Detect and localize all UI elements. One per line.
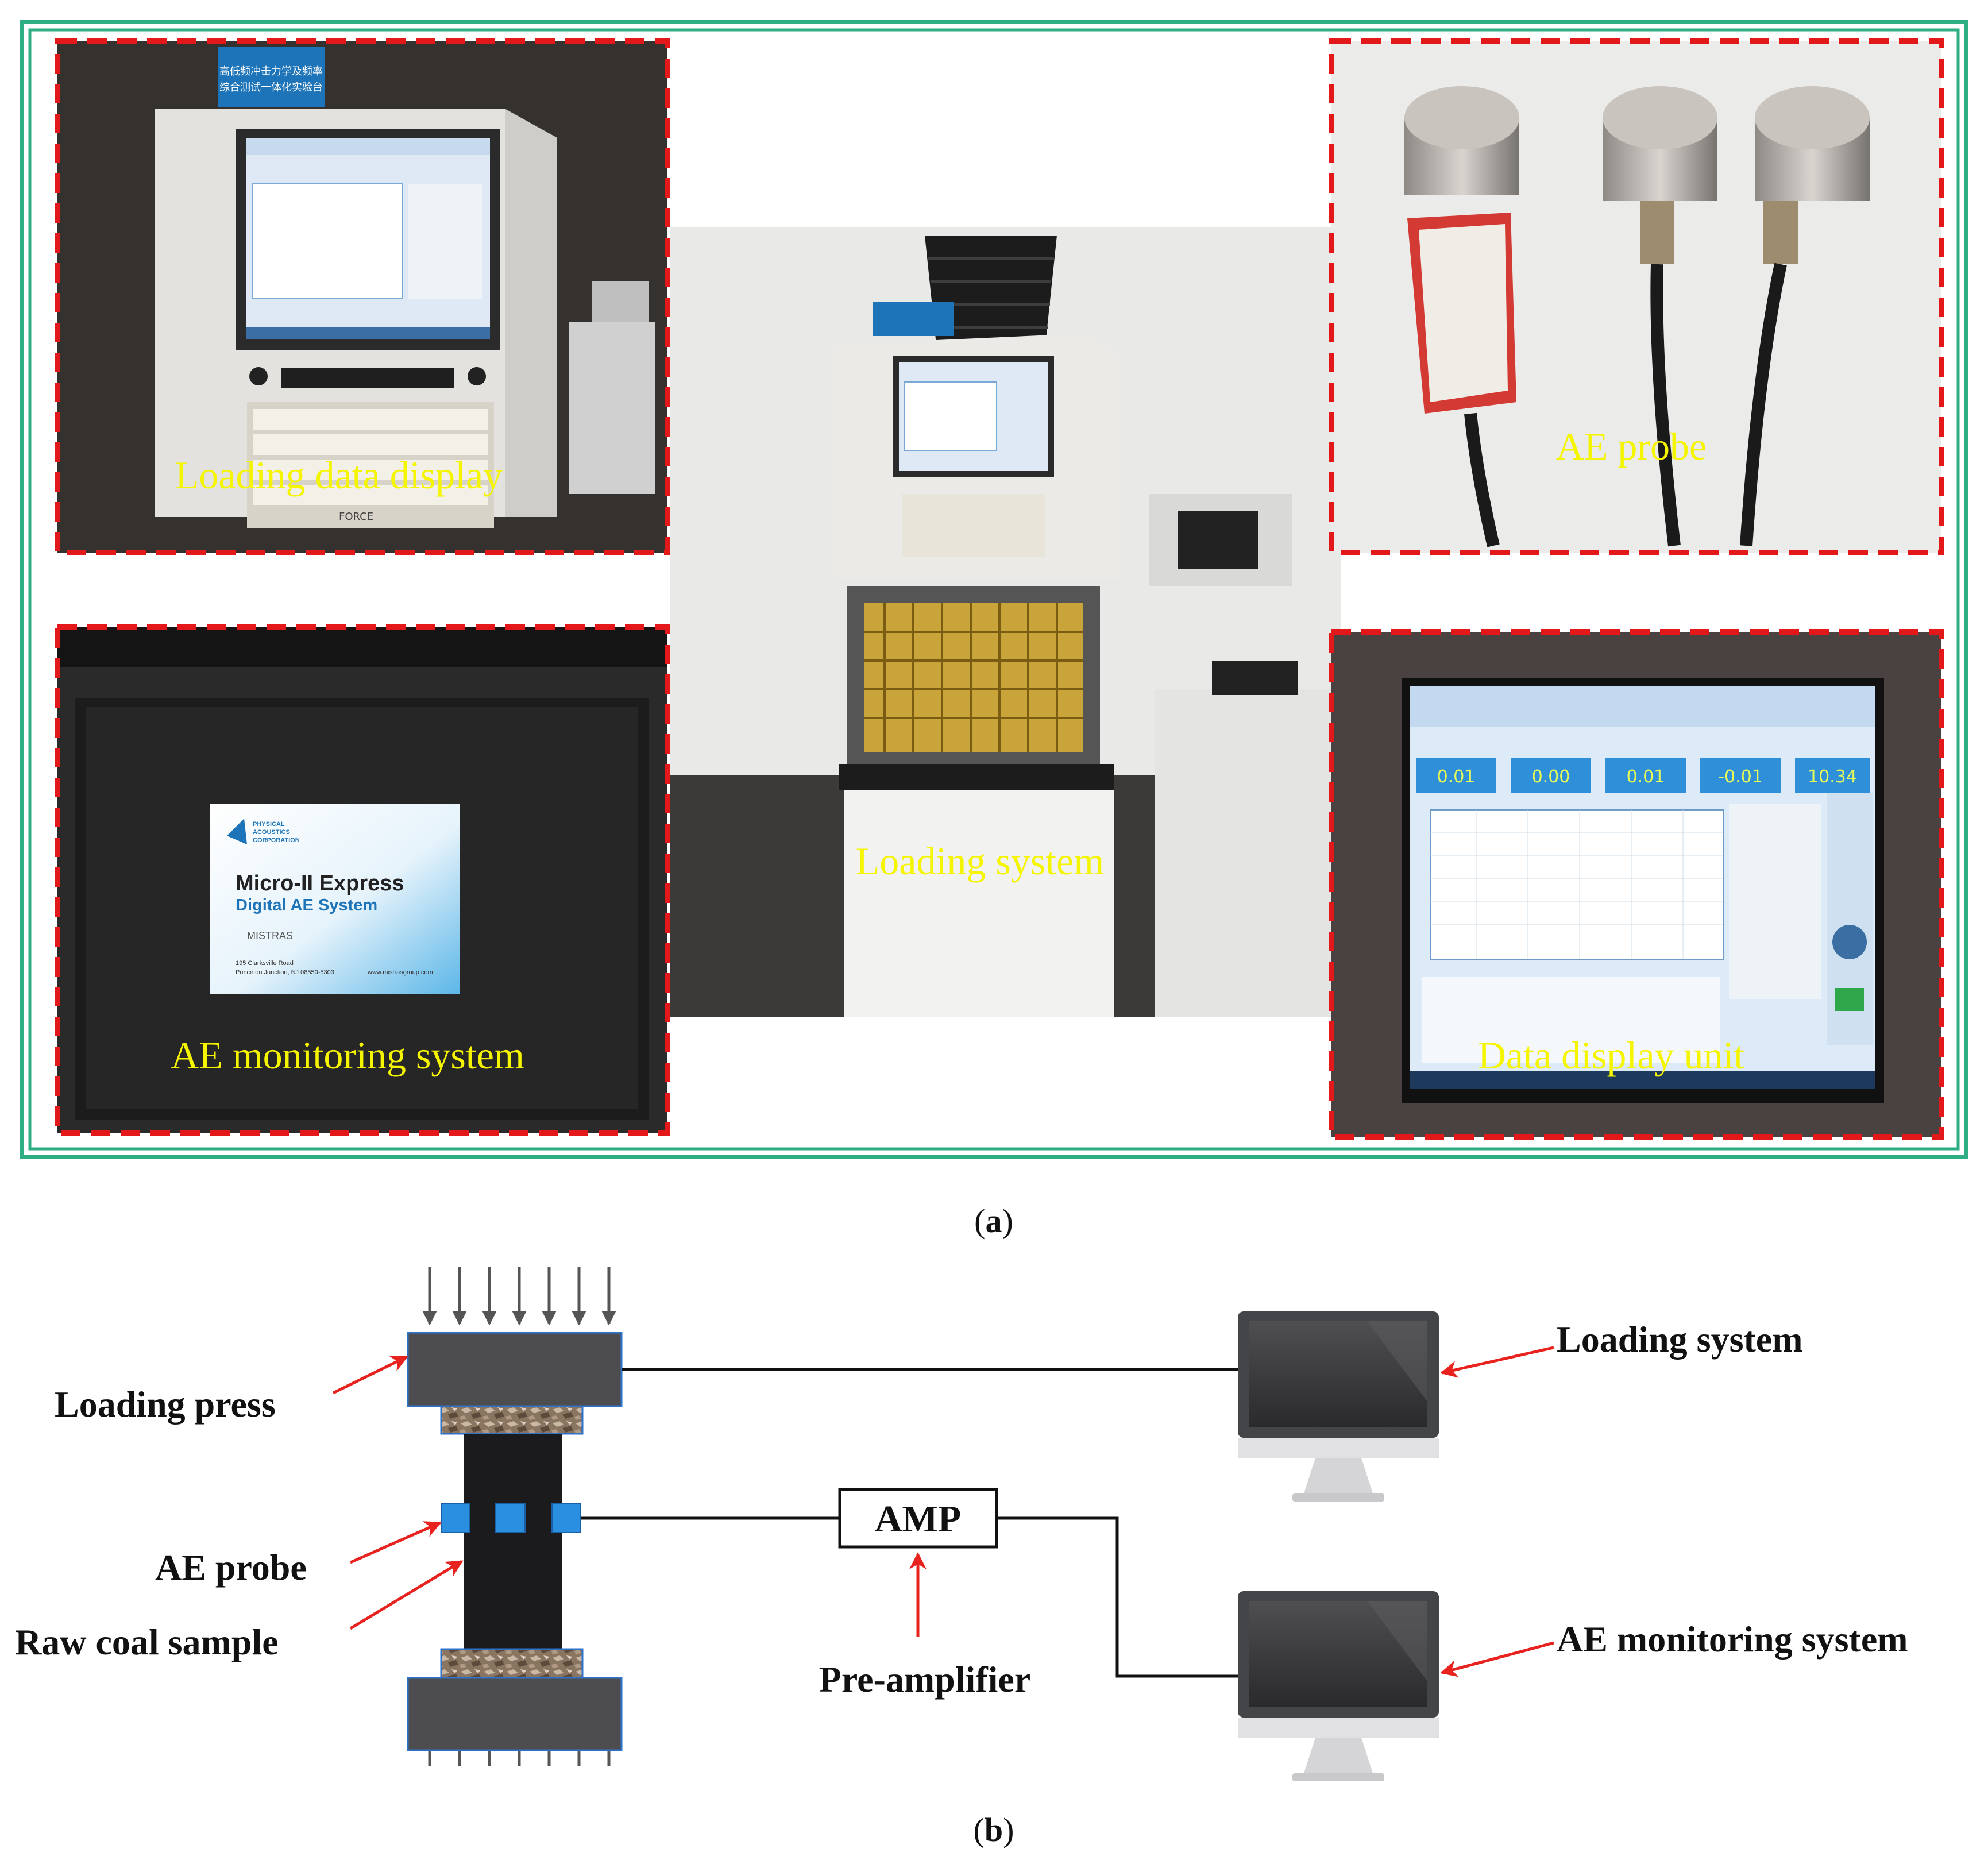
photo-ae-probe: AE probe bbox=[1329, 38, 1944, 555]
label-ae-probe-photo: AE probe bbox=[1556, 424, 1707, 468]
readout-1: 0.01 bbox=[1437, 767, 1476, 787]
bottom-press-plate bbox=[407, 1677, 623, 1751]
caption-b-close: ) bbox=[1003, 1811, 1014, 1848]
label-data-display-unit-photo: Data display unit bbox=[1478, 1033, 1745, 1077]
logo-text-1: PHYSICAL bbox=[253, 821, 285, 828]
amp-box bbox=[838, 1488, 998, 1549]
readout-row: 0.01 0.00 0.01 -0.01 10.34 bbox=[1416, 758, 1870, 793]
website: www.mistrasgroup.com bbox=[367, 969, 433, 976]
arrow-loading-press bbox=[332, 1355, 408, 1395]
arrow-ae-monitoring-system bbox=[1440, 1641, 1554, 1677]
caption-a-close: ) bbox=[1002, 1202, 1013, 1240]
caption-b-open: ( bbox=[974, 1811, 985, 1848]
readout-4: -0.01 bbox=[1718, 767, 1763, 787]
label-ae-probe: AE probe bbox=[155, 1547, 307, 1588]
arrow-ae-probe bbox=[349, 1521, 442, 1564]
raw-coal-sample-block bbox=[464, 1434, 562, 1649]
address-line-2: Princeton Junction, NJ 08550-5303 bbox=[236, 969, 334, 976]
outer-green-frame bbox=[20, 20, 1968, 1159]
inner-green-frame bbox=[28, 28, 1960, 1151]
maker-name: MISTRAS bbox=[247, 930, 293, 941]
loading-system-monitor-icon bbox=[1238, 1311, 1439, 1502]
top-coal-spacer bbox=[440, 1405, 584, 1435]
address-line-1: 195 Clarksville Road bbox=[236, 960, 294, 967]
pre-amplifier-label: Pre-amplifier bbox=[819, 1659, 1030, 1700]
label-loading-system: Loading system bbox=[1557, 1319, 1803, 1360]
ae-probe-center bbox=[495, 1503, 526, 1533]
readout-5: 10.34 bbox=[1808, 767, 1857, 787]
badge-line-1: 高低频冲击力学及频率 bbox=[219, 65, 323, 78]
arrow-loading-system bbox=[1440, 1346, 1554, 1378]
label-raw-coal-sample: Raw coal sample bbox=[15, 1622, 279, 1662]
photo-loading-data-display: 高低频冲击力学及频率 综合测试一体化实验台 FORCE bbox=[55, 38, 670, 555]
amp-label: AMP bbox=[875, 1498, 961, 1540]
ae-probe-right bbox=[551, 1503, 581, 1533]
label-loading-system-photo: Loading system bbox=[856, 839, 1105, 883]
caption-a-open: ( bbox=[974, 1202, 985, 1240]
label-ae-monitoring-system: AE monitoring system bbox=[1557, 1619, 1908, 1660]
panel-a: 高低频冲击力学及频率 综合测试一体化实验台 FORCE bbox=[20, 20, 1968, 1240]
ae-probe-3 bbox=[1740, 86, 1870, 546]
top-press-plate bbox=[407, 1332, 623, 1407]
ae-probe-left bbox=[441, 1503, 470, 1533]
label-loading-press: Loading press bbox=[55, 1384, 276, 1425]
caption-a: (a) bbox=[974, 1202, 1013, 1240]
top-load-arrows bbox=[422, 1267, 616, 1326]
keyboard-brand: FORCE bbox=[339, 511, 373, 523]
line-amp-to-ae-monitor bbox=[997, 1516, 1241, 1678]
product-name: Micro-II Express bbox=[236, 871, 404, 896]
label-ae-monitoring-system-photo: AE monitoring system bbox=[171, 1033, 524, 1077]
caption-b-letter: b bbox=[985, 1811, 1003, 1848]
readout-2: 0.00 bbox=[1532, 767, 1570, 787]
logo-text-2: ACOUSTICS bbox=[253, 829, 290, 836]
panel-b: AMP Pre-amplifier Loading pre bbox=[15, 1267, 1908, 1848]
photo-data-display-unit: 0.01 0.00 0.01 -0.01 10.34 bbox=[1329, 629, 1944, 1140]
readout-3: 0.01 bbox=[1627, 767, 1665, 787]
bottom-coal-spacer bbox=[440, 1648, 584, 1679]
logo-text-3: CORPORATION bbox=[253, 837, 300, 844]
product-sub: Digital AE System bbox=[236, 896, 377, 914]
caption-b: (b) bbox=[974, 1811, 1014, 1848]
ae-monitoring-monitor-icon bbox=[1238, 1591, 1439, 1781]
ae-probe-2 bbox=[1603, 86, 1717, 547]
caption-a-letter: a bbox=[986, 1202, 1002, 1240]
product-label: PHYSICAL ACOUSTICS CORPORATION Micro-II … bbox=[210, 804, 460, 994]
arrow-raw-coal-sample bbox=[349, 1560, 464, 1630]
photo-ae-monitoring-system: PHYSICAL ACOUSTICS CORPORATION Micro-II … bbox=[55, 624, 670, 1136]
label-loading-data-display: Loading data display bbox=[175, 453, 503, 497]
badge-line-2: 综合测试一体化实验台 bbox=[219, 82, 323, 94]
ae-probe-1 bbox=[1404, 86, 1519, 547]
photo-loading-system: Loading system bbox=[670, 227, 1341, 1017]
pac-logo-icon bbox=[227, 819, 247, 844]
